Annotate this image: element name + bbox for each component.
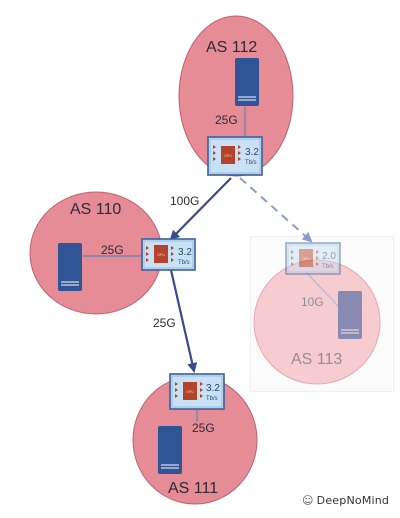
switch-as111: GPU 3.2 Tb/s: [169, 373, 225, 410]
server-link-speed-as111: 25G: [192, 421, 215, 435]
link-as112-as113-dashed: [239, 177, 313, 243]
svg-text:3.2: 3.2: [178, 247, 192, 258]
as110-label: AS 110: [70, 201, 121, 218]
server-icon: [338, 291, 362, 339]
switch-as113: GPU 2.0 Tb/s: [285, 242, 341, 275]
svg-text:Tb/s: Tb/s: [322, 264, 334, 270]
server-icon: [58, 243, 82, 291]
switch-as110: GPU 3.2 Tb/s: [141, 238, 196, 271]
chip-icon: [154, 245, 168, 263]
server-link-speed-as113: 10G: [301, 295, 324, 309]
server-link-speed-as112: 25G: [215, 113, 238, 127]
as112-label: AS 112: [206, 39, 257, 56]
svg-text:Tb/s: Tb/s: [178, 260, 190, 266]
server-icon: [235, 58, 259, 106]
server-link-speed-as110: 25G: [101, 243, 124, 257]
as113-label: AS 113: [291, 351, 342, 368]
chip-icon: [183, 382, 197, 400]
svg-text:3.2: 3.2: [245, 147, 259, 158]
link-speed-as110-as111: 25G: [153, 316, 176, 330]
svg-text:2.0: 2.0: [322, 251, 336, 262]
as111-label: AS 111: [168, 480, 218, 497]
switch-as112: GPU 3.2 Tb/s: [207, 136, 263, 176]
svg-text:Tb/s: Tb/s: [206, 396, 218, 402]
svg-text:Tb/s: Tb/s: [245, 160, 257, 166]
svg-text:GPU: GPU: [302, 257, 310, 261]
svg-text:GPU: GPU: [157, 253, 165, 257]
svg-text:GPU: GPU: [186, 390, 194, 394]
link-as110-as111: [169, 269, 198, 373]
link-speed-as112-as110: 100G: [170, 194, 199, 208]
svg-text:3.2: 3.2: [206, 383, 220, 394]
server-icon: [158, 426, 182, 474]
chip-icon: [221, 146, 235, 164]
server-link-as113: [305, 271, 339, 307]
wechat-icon: ☺: [302, 494, 314, 507]
chip-icon: [299, 249, 313, 267]
watermark: ☺DeepNoMind: [302, 494, 390, 507]
svg-text:GPU: GPU: [224, 154, 232, 158]
link-as112-as110: [169, 177, 232, 241]
